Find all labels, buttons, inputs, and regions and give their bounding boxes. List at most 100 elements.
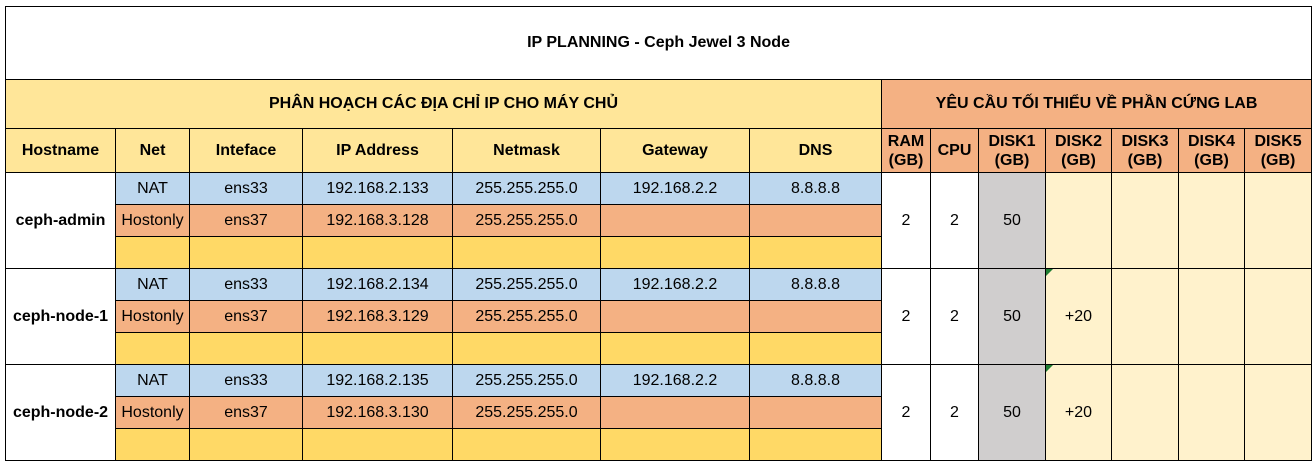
empty-cell[interactable] [452, 428, 601, 461]
empty-cell[interactable] [115, 332, 190, 365]
table-row: ceph-admin NAT ens33 192.168.2.133 255.2… [5, 172, 1312, 269]
hostname-cell[interactable]: ceph-admin [5, 172, 116, 269]
col-header-netmask[interactable]: Netmask [452, 128, 601, 173]
col-header-disk2[interactable]: DISK2(GB) [1045, 128, 1112, 173]
hostname-cell[interactable]: ceph-node-2 [5, 364, 116, 461]
empty-cell[interactable] [189, 428, 303, 461]
empty-cell[interactable] [749, 236, 882, 269]
col-header-disk4[interactable]: DISK4(GB) [1178, 128, 1245, 173]
disk1-cell[interactable]: 50 [978, 268, 1046, 365]
ram-cell[interactable]: 2 [881, 268, 931, 365]
table-row: ceph-node-2 NAT ens33 192.168.2.135 255.… [5, 364, 1312, 461]
ip-cell[interactable]: 192.168.2.134 [302, 268, 453, 301]
interface-cell[interactable]: ens33 [189, 364, 303, 397]
empty-cell[interactable] [189, 236, 303, 269]
dns-cell[interactable] [749, 204, 882, 237]
cpu-cell[interactable]: 2 [930, 172, 979, 269]
disk2-cell[interactable]: +20 [1045, 268, 1112, 365]
gateway-cell[interactable]: 192.168.2.2 [600, 172, 750, 205]
netmask-cell[interactable]: 255.255.255.0 [452, 268, 601, 301]
empty-cell[interactable] [452, 332, 601, 365]
disk5-cell[interactable] [1243, 268, 1312, 365]
cpu-cell[interactable]: 2 [930, 268, 979, 365]
col-header-cpu[interactable]: CPU [930, 128, 979, 173]
disk2-cell[interactable] [1045, 172, 1112, 269]
netmask-cell[interactable]: 255.255.255.0 [452, 300, 601, 333]
disk4-cell[interactable] [1178, 364, 1245, 461]
disk3-cell[interactable] [1111, 268, 1179, 365]
ip-cell[interactable]: 192.168.2.133 [302, 172, 453, 205]
net-cell[interactable]: NAT [115, 268, 190, 301]
gateway-cell[interactable] [600, 396, 750, 429]
ip-cell[interactable]: 192.168.3.129 [302, 300, 453, 333]
net-cell[interactable]: Hostonly [115, 396, 190, 429]
interface-cell[interactable]: ens37 [189, 396, 303, 429]
gateway-cell[interactable] [600, 204, 750, 237]
col-header-disk5[interactable]: DISK5(GB) [1243, 128, 1312, 173]
dns-cell[interactable]: 8.8.8.8 [749, 364, 882, 397]
hostname-cell[interactable]: ceph-node-1 [5, 268, 116, 365]
ram-cell[interactable]: 2 [881, 172, 931, 269]
interface-cell[interactable]: ens37 [189, 300, 303, 333]
empty-cell[interactable] [115, 236, 190, 269]
dns-cell[interactable] [749, 300, 882, 333]
empty-cell[interactable] [600, 332, 750, 365]
net-cell[interactable]: Hostonly [115, 204, 190, 237]
disk1-cell[interactable]: 50 [978, 172, 1046, 269]
disk3-cell[interactable] [1111, 364, 1179, 461]
ip-cell[interactable]: 192.168.3.128 [302, 204, 453, 237]
section-hardware-header[interactable]: YÊU CẦU TỐI THIỂU VỀ PHẦN CỨNG LAB [880, 79, 1312, 129]
empty-cell[interactable] [600, 236, 750, 269]
empty-cell[interactable] [302, 236, 453, 269]
empty-cell[interactable] [302, 428, 453, 461]
ram-cell[interactable]: 2 [881, 364, 931, 461]
col-header-disk1[interactable]: DISK1(GB) [978, 128, 1046, 173]
disk5-cell[interactable] [1243, 172, 1312, 269]
netmask-cell[interactable]: 255.255.255.0 [452, 396, 601, 429]
disk4-cell[interactable] [1178, 268, 1245, 365]
cpu-cell[interactable]: 2 [930, 364, 979, 461]
col-header-ip-address[interactable]: IP Address [302, 128, 453, 173]
ram-label: RAM [887, 132, 925, 150]
disk4-unit: (GB) [1194, 151, 1229, 169]
col-header-ram[interactable]: RAM(GB) [881, 128, 931, 173]
empty-cell[interactable] [189, 332, 303, 365]
interface-cell[interactable]: ens33 [189, 172, 303, 205]
section-ip-header[interactable]: PHÂN HOẠCH CÁC ĐỊA CHỈ IP CHO MÁY CHỦ [5, 79, 882, 129]
netmask-cell[interactable]: 255.255.255.0 [452, 172, 601, 205]
disk2-cell[interactable]: +20 [1045, 364, 1112, 461]
empty-cell[interactable] [749, 428, 882, 461]
disk4-cell[interactable] [1178, 172, 1245, 269]
col-header-dns[interactable]: DNS [749, 128, 882, 173]
empty-cell[interactable] [600, 428, 750, 461]
ip-cell[interactable]: 192.168.3.130 [302, 396, 453, 429]
col-header-gateway[interactable]: Gateway [600, 128, 750, 173]
dns-cell[interactable]: 8.8.8.8 [749, 172, 882, 205]
gateway-cell[interactable]: 192.168.2.2 [600, 268, 750, 301]
ip-cell[interactable]: 192.168.2.135 [302, 364, 453, 397]
disk3-cell[interactable] [1111, 172, 1179, 269]
dns-cell[interactable]: 8.8.8.8 [749, 268, 882, 301]
net-cell[interactable]: NAT [115, 172, 190, 205]
empty-cell[interactable] [749, 332, 882, 365]
interface-cell[interactable]: ens33 [189, 268, 303, 301]
gateway-cell[interactable]: 192.168.2.2 [600, 364, 750, 397]
net-cell[interactable]: Hostonly [115, 300, 190, 333]
disk5-cell[interactable] [1243, 364, 1312, 461]
empty-cell[interactable] [302, 332, 453, 365]
col-header-hostname[interactable]: Hostname [5, 128, 116, 173]
net-cell[interactable]: NAT [115, 364, 190, 397]
empty-cell[interactable] [452, 236, 601, 269]
disk1-cell[interactable]: 50 [978, 364, 1046, 461]
sheet-title[interactable]: IP PLANNING - Ceph Jewel 3 Node [4, 6, 1312, 80]
gateway-cell[interactable] [600, 300, 750, 333]
col-header-disk3[interactable]: DISK3(GB) [1111, 128, 1179, 173]
table-row: Hostonly ens37 192.168.3.128 255.255.255… [6, 204, 1312, 237]
netmask-cell[interactable]: 255.255.255.0 [452, 204, 601, 237]
empty-cell[interactable] [115, 428, 190, 461]
netmask-cell[interactable]: 255.255.255.0 [452, 364, 601, 397]
dns-cell[interactable] [749, 396, 882, 429]
interface-cell[interactable]: ens37 [189, 204, 303, 237]
col-header-net[interactable]: Net [115, 128, 190, 173]
col-header-interface[interactable]: Inteface [189, 128, 303, 173]
